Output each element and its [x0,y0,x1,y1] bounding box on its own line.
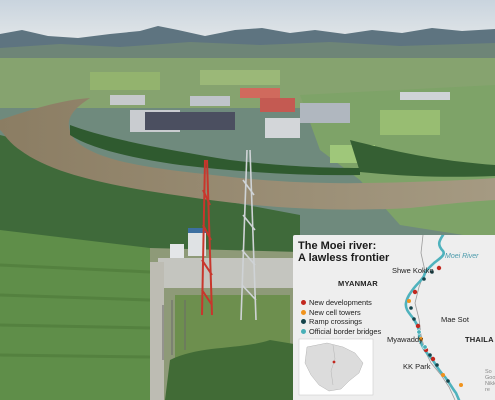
ramp-crossing-marker [446,379,450,383]
cell-tower-red [201,159,213,316]
border-line [414,235,456,400]
cell-tower-marker [407,299,411,303]
legend-item: New developments [301,298,372,307]
field-patch [200,70,280,85]
mountains-near [0,42,495,62]
legend-swatch [301,309,306,315]
field-patch [380,110,440,135]
country-label-myanmar: MYANMAR [338,279,378,288]
tree-line [70,125,360,176]
place-label-mae-sot: Mae Sot [441,315,469,324]
legend-item: Ramp crossings [301,317,362,326]
legend-swatch [301,300,306,305]
ramp-crossing-marker [412,317,416,321]
map-title-line-1: The Moei river: [298,240,377,252]
building [400,92,450,100]
development-marker [415,323,421,329]
legend-swatch [301,319,306,324]
development-marker [436,265,442,271]
legend-label: Ramp crossings [309,317,362,326]
small-building-roof [188,228,206,233]
building [110,95,145,105]
locator-land [304,342,364,392]
ramp-crossing-marker [430,270,434,274]
country-label-thailand: THAILA [465,335,494,344]
place-label-shwe-kokko: Shwe Kokko [392,266,434,275]
ramp-crossing-marker [435,363,439,367]
locator-marker [332,360,336,364]
river-label: Moei River [445,253,479,260]
tree-line-right [350,140,495,177]
building [145,112,235,130]
river [0,98,495,210]
map-source-credit: So Google Nikk re [485,369,495,393]
development-marker [430,356,436,362]
place-label-kk-park: KK Park [403,362,431,371]
cell-tower-marker [441,373,445,377]
ramp-crossing-marker [428,353,432,357]
field-patch [90,72,160,90]
crop-field-rows [0,263,151,359]
legend-label: Official border bridges [309,326,382,336]
legend-swatch [301,328,306,334]
small-building [188,230,206,256]
cell-tower-grey [240,149,257,321]
building [265,118,300,138]
development-marker [412,289,418,295]
cell-tower-marker [419,337,423,341]
ramp-crossing-marker [409,306,413,310]
cell-tower-marker [459,383,463,387]
legend-label: New cell towers [309,307,361,317]
building [260,98,295,112]
ramp-crossing-marker [422,277,426,281]
place-label-myawaddy: Myawaddy [387,335,423,344]
road [150,262,164,400]
building [300,103,350,123]
building [240,88,280,98]
legend-label: New developments [309,298,372,307]
border-map [298,235,463,400]
legend-item: Official border bridges [301,327,381,336]
crop-field [0,230,150,400]
border-bridge-marker [422,344,428,350]
building [190,96,230,106]
fence [162,300,186,360]
map-inset-panel: The Moei river: A lawless frontier New d… [293,235,495,400]
concrete-pad [158,258,293,288]
locator-border [330,344,336,386]
border-bridge-marker [416,329,422,335]
foreground-bush [165,340,300,400]
legend-item: New cell towers [301,308,361,317]
map-title-line-2: A lawless frontier [298,252,390,264]
small-building [170,244,184,258]
